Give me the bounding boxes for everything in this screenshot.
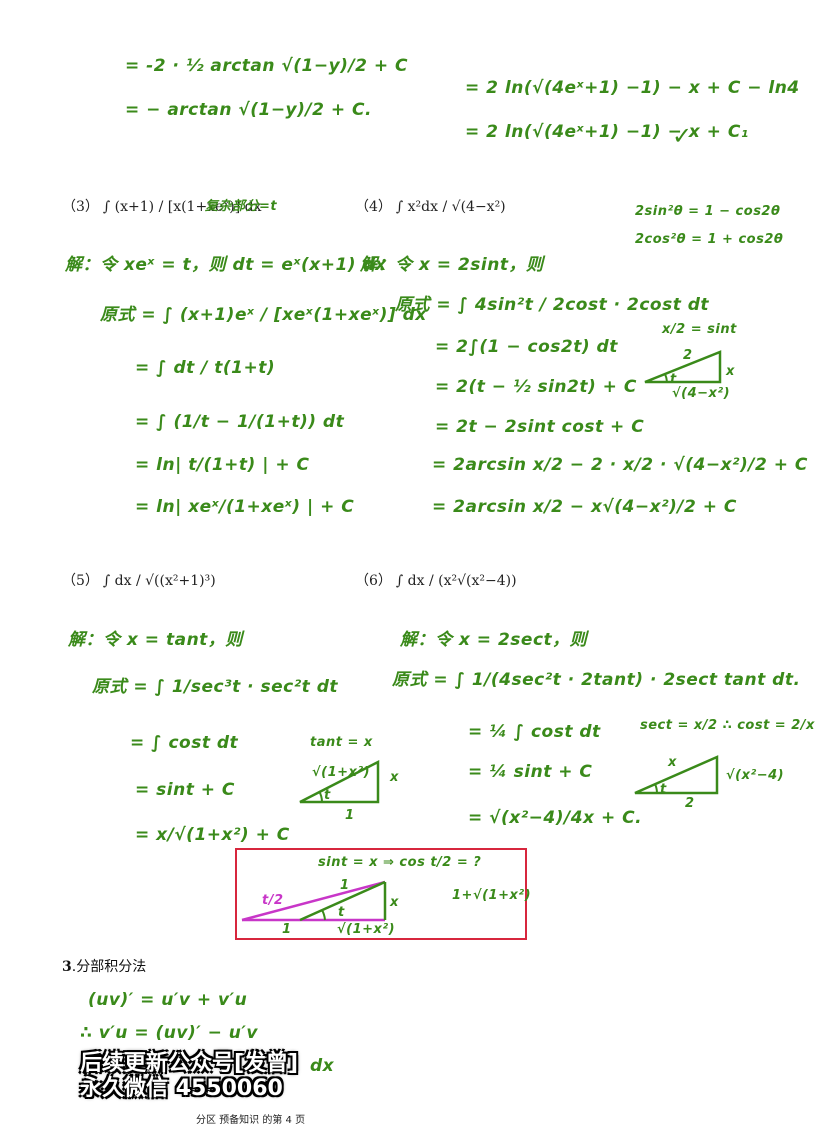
parts-line-1: (uv)′ = u′v + v′u — [88, 990, 248, 1010]
p4-triangle-adj: √(4−x²) — [672, 386, 731, 401]
p5-triangle-adj: 1 — [345, 808, 355, 823]
box-opp: x — [390, 895, 399, 910]
p6-step-4: = √(x²−4)/4x + C. — [468, 808, 643, 828]
watermark-line-1: 后续更新公众号[发曾] — [80, 1051, 299, 1076]
p4-step-6: = 2arcsin x/2 − x√(4−x²)/2 + C — [432, 497, 737, 517]
p4-side-2: 2cos²θ = 1 + cos2θ — [635, 232, 784, 247]
problem-5-number: （5） — [62, 573, 99, 589]
p5-triangle-opp: x — [390, 770, 399, 785]
p6-triangle — [634, 755, 719, 795]
top-left-line-2: = − arctan √(1−y)/2 + C. — [125, 100, 372, 120]
p3-step-4: = ln| t/(1+t) | + C — [135, 455, 310, 475]
problem-6-number: （6） — [355, 573, 392, 589]
p5-step-4: = x/√(1+x²) + C — [135, 825, 290, 845]
box-answer: 1+√(1+x²) — [452, 888, 532, 903]
problem-3-number: （3） — [62, 199, 99, 215]
top-left-line-1: = -2 · ½ arctan √(1−y)/2 + C — [125, 56, 409, 76]
problem-3: （3）∫ (x+1) / [x(1+xeˣ)] dx — [62, 196, 262, 216]
problem-3-expr: ∫ (x+1) / [x(1+xeˣ)] dx — [102, 199, 262, 215]
p6-step-1: 原式 = ∫ 1/(4sec²t · 2tant) · 2sect tant d… — [392, 670, 801, 690]
p3-step-5: = ln| xeˣ/(1+xeˣ) | + C — [135, 497, 355, 517]
problem-4-number: （4） — [355, 199, 392, 215]
p6-step-3: = ¼ sint + C — [468, 762, 593, 782]
parts-line-2: ∴ v′u = (uv)′ − u′v — [80, 1023, 258, 1043]
p3-step-1: 原式 = ∫ (x+1)eˣ / [xeˣ(1+xeˣ)] dx — [100, 305, 427, 325]
problem-4: （4）∫ x²dx / √(4−x²) — [355, 196, 506, 216]
box-top-one: 1 — [340, 878, 350, 893]
p4-triangle-hyp: 2 — [683, 348, 693, 363]
box-angle: t — [338, 905, 345, 920]
box-line: sint = x ⇒ cos t/2 = ? — [318, 855, 482, 870]
box-half-angle: t/2 — [262, 893, 284, 908]
p5-triangle-label: tant = x — [310, 735, 373, 750]
p4-step-5: = 2arcsin x/2 − 2 · x/2 · √(4−x²)/2 + C — [432, 455, 808, 475]
p5-triangle-hyp: √(1+x²) — [312, 765, 371, 780]
p3-step-0: 解：令 xeˣ = t，则 dt = eˣ(x+1) dx — [65, 255, 387, 275]
p5-step-2: = ∫ cost dt — [130, 733, 239, 753]
p6-step-0: 解：令 x = 2sect，则 — [400, 630, 588, 650]
p4-triangle-opp: x — [726, 364, 735, 379]
p6-triangle-angle: t — [660, 782, 667, 797]
p5-step-1: 原式 = ∫ 1/sec³t · sec²t dt — [92, 677, 339, 697]
p6-triangle-opp: √(x²−4) — [726, 768, 785, 783]
p4-step-0: 解：令 x = 2sint，则 — [360, 255, 544, 275]
p4-step-2: = 2∫(1 − cos2t) dt — [435, 337, 618, 357]
section-title: .分部积分法 — [71, 959, 147, 975]
problem-4-expr: ∫ x²dx / √(4−x²) — [395, 199, 506, 215]
checkmark-icon: ✓ — [672, 122, 693, 150]
problem-5-expr: ∫ dx / √((x²+1)³) — [102, 573, 216, 589]
p4-triangle — [644, 350, 722, 384]
section-heading: 3.分部积分法 — [62, 956, 146, 976]
p3-step-2: = ∫ dt / t(1+t) — [135, 358, 276, 378]
p3-step-3: = ∫ (1/t − 1/(1+t)) dt — [135, 412, 345, 432]
p6-step-2: = ¼ ∫ cost dt — [468, 722, 601, 742]
p4-triangle-angle: t — [670, 372, 677, 387]
p4-triangle-label: x/2 = sint — [662, 322, 737, 337]
p5-step-3: = sint + C — [135, 780, 235, 800]
top-right-line-2: = 2 ln(√(4eˣ+1) −1) − x + C₁ — [465, 122, 749, 142]
problem-6-expr: ∫ dx / (x²√(x²−4)) — [395, 573, 517, 589]
box-triangle — [241, 880, 387, 922]
box-adj: √(1+x²) — [337, 922, 396, 937]
p6-triangle-adj: 2 — [685, 796, 695, 811]
page-footer: 分区 预备知识 的第 4 页 — [196, 1115, 306, 1126]
problem-3-note: 复杂部分=t — [205, 199, 278, 214]
p5-triangle-angle: t — [324, 788, 331, 803]
watermark-line-2: 永久微信 4550060 — [80, 1076, 283, 1101]
p4-side-1: 2sin²θ = 1 − cos2θ — [635, 204, 781, 219]
half-angle-box — [235, 848, 527, 940]
p6-triangle-hyp: x — [668, 755, 677, 770]
p4-step-4: = 2t − 2sint cost + C — [435, 417, 645, 437]
top-right-line-1: = 2 ln(√(4eˣ+1) −1) − x + C − ln4 — [465, 78, 800, 98]
box-one: 1 — [282, 922, 292, 937]
problem-6: （6）∫ dx / (x²√(x²−4)) — [355, 570, 517, 590]
p4-step-1: 原式 = ∫ 4sin²t / 2cost · 2cost dt — [395, 295, 710, 315]
p4-step-3: = 2(t − ½ sin2t) + C — [435, 377, 637, 397]
parts-line-3: dx — [310, 1056, 335, 1076]
p5-triangle — [299, 759, 380, 804]
p5-step-0: 解：令 x = tant，则 — [68, 630, 243, 650]
problem-5: （5）∫ dx / √((x²+1)³) — [62, 570, 216, 590]
section-number: 3 — [62, 959, 72, 975]
p6-side-note: sect = x/2 ∴ cost = 2/x — [640, 718, 815, 733]
